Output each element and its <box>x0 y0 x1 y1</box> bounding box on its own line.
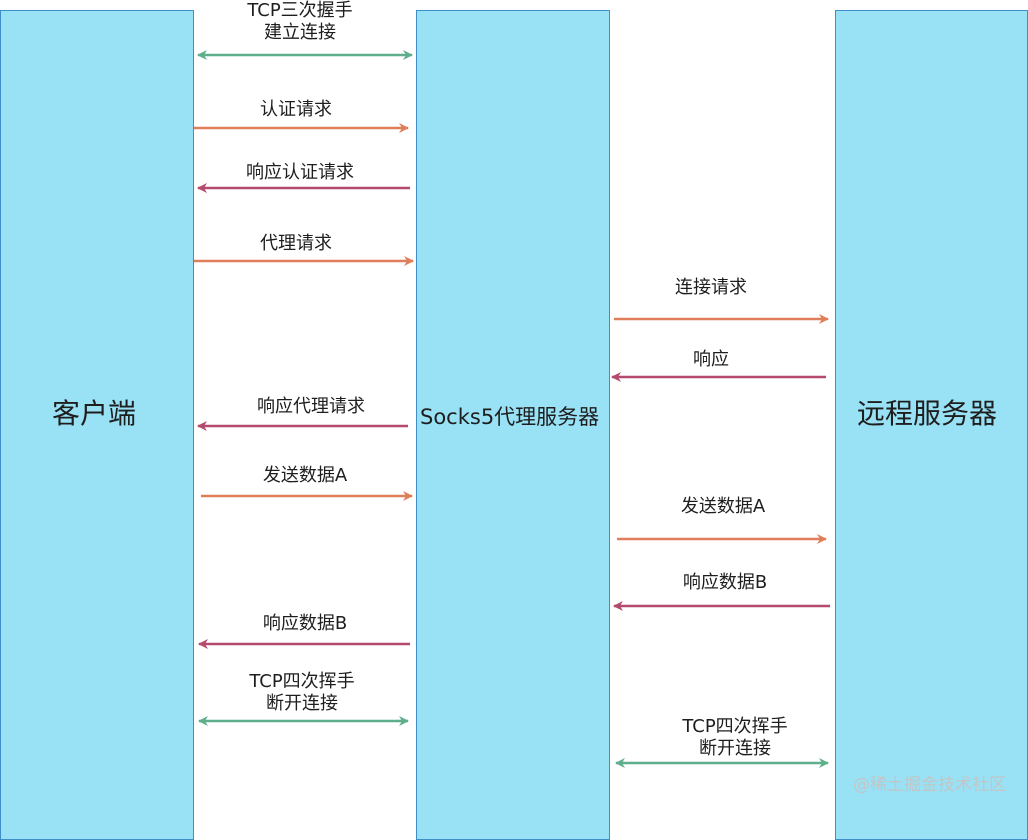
handshake-label-line1: TCP三次握手 <box>247 0 353 21</box>
auth-resp-label: 响应认证请求 <box>246 162 354 183</box>
client-label: 客户端 <box>52 397 137 430</box>
proxy-lane <box>416 10 610 840</box>
handshake-label: TCP三次握手 建立连接 <box>247 0 352 44</box>
send-a-left-label: 发送数据A <box>262 465 348 486</box>
send-a-right-label: 发送数据A <box>680 496 766 517</box>
close-right-label-line2: 断开连接 <box>699 738 771 759</box>
resp-b-left-label: 响应数据B <box>262 613 348 634</box>
proxy-resp-label: 响应代理请求 <box>257 396 365 417</box>
close-left-label-line2: 断开连接 <box>266 693 338 714</box>
handshake-label-line2: 建立连接 <box>264 22 336 43</box>
resp-b-right-label: 响应数据B <box>682 572 768 593</box>
close-left-label: TCP四次挥手 断开连接 <box>249 671 354 715</box>
connect-resp-label: 响应 <box>693 349 729 370</box>
client-lane <box>0 10 194 840</box>
close-left-label-line1: TCP四次挥手 <box>249 671 355 692</box>
close-right-label: TCP四次挥手 断开连接 <box>682 716 787 760</box>
close-right-label-line1: TCP四次挥手 <box>682 716 788 737</box>
remote-label: 远程服务器 <box>857 397 998 430</box>
watermark: @稀土掘金技术社区 <box>853 775 1006 795</box>
connect-req-label: 连接请求 <box>675 277 747 298</box>
proxy-label: Socks5代理服务器 <box>420 405 600 429</box>
auth-req-label: 认证请求 <box>260 99 332 120</box>
proxy-req-label: 代理请求 <box>260 233 332 254</box>
arrows-layer <box>194 50 830 768</box>
